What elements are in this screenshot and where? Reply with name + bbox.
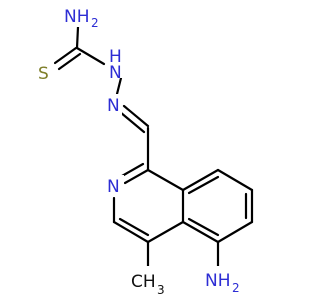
chemical-structure: NH 2 S H N N N CH 3 NH 2: [38, 7, 254, 297]
hydrazine-nh-label: N: [109, 63, 122, 83]
amino-nh2-label: NH: [205, 271, 231, 291]
thioamide-nh2-label: NH: [64, 7, 90, 27]
hydrazine-nh-h-label: H: [109, 47, 122, 67]
bond-c8-c7: [216, 168, 254, 192]
bond-c-s-2: [57, 52, 82, 71]
methyl-label: CH: [131, 272, 156, 292]
structure-canvas: NH 2 S H N N N CH 3 NH 2: [38, 7, 254, 297]
bond-c8a-c8-1: [181, 168, 220, 192]
bond-c-nh2: [75, 25, 80, 50]
bond-c1-n2-2: [120, 162, 145, 178]
bond-c8a-c1: [146, 168, 185, 192]
thioamide-nh2-subscript: 2: [91, 16, 99, 30]
bond-c-s-1: [53, 46, 78, 65]
bond-c1-n2-1: [123, 168, 150, 185]
bond-c8a-c8-2: [187, 175, 220, 195]
bond-c5-c4a-1: [181, 220, 220, 244]
bond-c6-c5: [216, 220, 254, 244]
bond-c-nh: [75, 46, 106, 66]
sulfur-label: S: [38, 64, 49, 84]
bond-n-ch-1: [122, 104, 150, 128]
bond-c3-c4-2: [118, 217, 150, 237]
ring-n-label: N: [107, 177, 120, 197]
bond-nh-n: [115, 76, 123, 96]
imine-n-label: N: [107, 96, 120, 116]
bond-c5-c4a-2: [187, 217, 220, 237]
amino-nh2-subscript: 2: [232, 281, 240, 295]
methyl-subscript: 3: [157, 283, 165, 297]
bond-n-ch-2: [118, 110, 146, 134]
bond-c4-c4a: [146, 220, 185, 244]
bond-c3-c4-1: [112, 220, 150, 244]
